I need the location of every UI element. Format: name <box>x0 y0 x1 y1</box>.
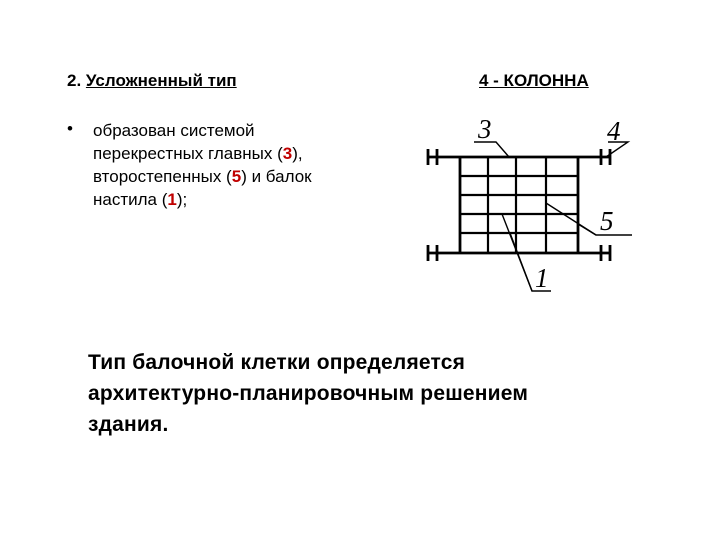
column-mark-bottom-left <box>426 245 439 261</box>
bullet-line-3-post: ) и балок <box>241 167 312 186</box>
bullet-marker: • <box>67 119 73 138</box>
bullet-line-3-pre: второстепенных ( <box>93 167 232 186</box>
bullet-line-2-pre: перекрестных главных ( <box>93 144 283 163</box>
column-mark-top-right <box>599 149 612 165</box>
heading-type-title: Усложненный тип <box>85 71 237 90</box>
bullet-line-3: второстепенных (5) и балок <box>93 165 393 188</box>
bullet-description: образован системой перекрестных главных … <box>93 119 393 211</box>
bullet-line-4-post: ); <box>176 190 188 209</box>
beam-grid <box>428 155 610 255</box>
conclusion-line-2: архитектурно-планировочным решением <box>88 382 529 405</box>
diagram-label-4: 4 <box>607 116 621 146</box>
bullet-line-4-pre: настила ( <box>93 190 168 209</box>
column-mark-top-left <box>426 149 439 165</box>
secondary-beam-number: 5 <box>231 167 242 186</box>
conclusion-text: Тип балочной клетки определяется архитек… <box>88 347 648 440</box>
leader-1-b <box>501 213 533 292</box>
column-mark-bottom-right <box>599 245 612 261</box>
column-marks <box>426 149 612 261</box>
leader-3 <box>474 141 510 158</box>
bullet-line-1: образован системой <box>93 121 255 140</box>
leader-lines <box>474 141 632 292</box>
main-beam-number: 3 <box>282 144 293 163</box>
bullet-line-2: перекрестных главных (3), <box>93 142 393 165</box>
heading-type: 2. Усложненный тип <box>67 71 237 91</box>
heading-column-legend: 4 - КОЛОННА <box>479 71 589 90</box>
conclusion-line-1: Тип балочной клетки определяется <box>88 351 466 374</box>
bullet-line-4: настила (1); <box>93 188 393 211</box>
diagram-label-3: 3 <box>477 114 492 144</box>
deck-beam-number: 1 <box>167 190 177 209</box>
bullet-line-2-post: ), <box>292 144 303 163</box>
conclusion-line-3: здания. <box>88 413 169 436</box>
leader-4 <box>605 141 631 158</box>
heading-type-number: 2. <box>67 71 82 90</box>
diagram-label-5: 5 <box>600 206 614 236</box>
leader-5-b <box>577 223 597 236</box>
diagram-label-1: 1 <box>535 263 549 293</box>
